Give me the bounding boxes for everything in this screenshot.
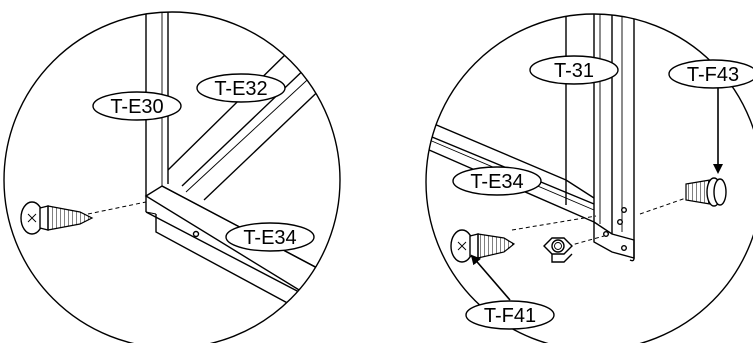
label-t-e32: T-E32 — [196, 73, 286, 103]
bolt-icon — [685, 177, 727, 207]
label-t-f41-text: T-F41 — [484, 305, 536, 327]
label-t-e34-left-text: T-E34 — [243, 227, 296, 249]
arrow-t-f41 — [470, 254, 511, 301]
label-t-31: T-31 — [529, 55, 619, 85]
left-detail-circle — [3, 11, 341, 343]
label-t-e32-text: T-E32 — [214, 78, 267, 100]
right-detail: T-31 T-F43 T-E34 T-F41 — [425, 13, 753, 343]
label-t-f41: T-F41 — [465, 300, 555, 330]
left-frame-parts — [144, 12, 340, 327]
self-tapping-screw-icon — [450, 229, 516, 263]
label-t-e34-left: T-E34 — [225, 222, 315, 252]
label-t-e34-right-text: T-E34 — [470, 171, 523, 193]
label-t-f43-text: T-F43 — [687, 64, 739, 86]
right-detail-circle — [425, 13, 753, 343]
label-t-f43: T-F43 — [668, 59, 753, 89]
left-detail: T-E30 T-E32 T-E34 — [3, 11, 341, 343]
label-t-e30-text: T-E30 — [110, 96, 163, 118]
hex-nut-icon — [543, 237, 573, 263]
self-tapping-screw-icon — [20, 201, 147, 235]
label-t-e34-right: T-E34 — [452, 166, 542, 196]
label-t-e30: T-E30 — [92, 91, 182, 121]
label-t-31-text: T-31 — [554, 60, 594, 82]
right-frame-parts — [426, 14, 635, 262]
